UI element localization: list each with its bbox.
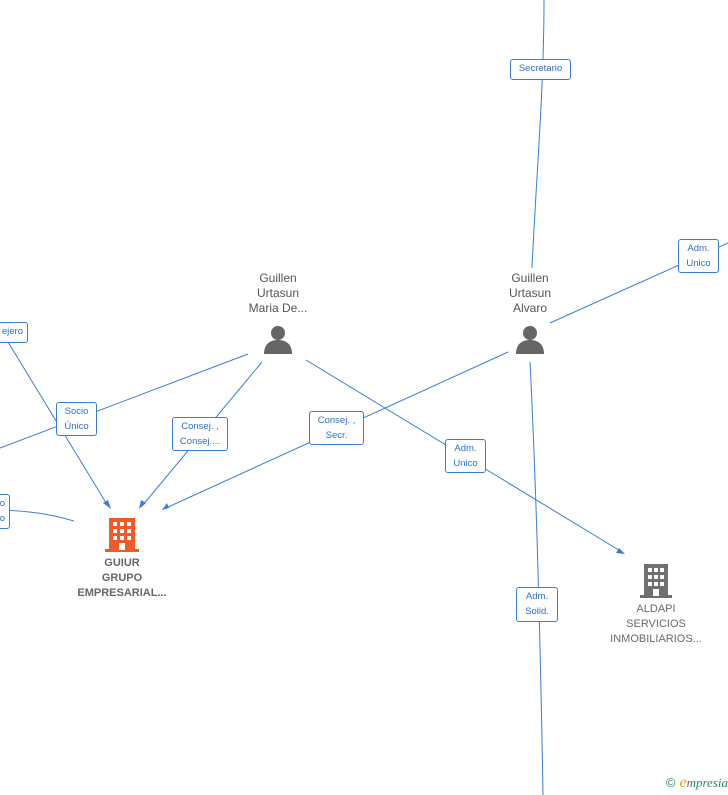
edge-top-to-alvaro [531,0,545,269]
building-icon [640,564,672,598]
edge-label-adm-unico-top[interactable]: Adm. Unico [678,239,719,273]
arrowhead-maria-guiur [139,500,146,509]
edge-label-secretario[interactable]: Secretario [510,59,571,80]
copyright-icon: © [665,775,676,790]
edge-label-consej-consej[interactable]: Consej. , Consej.... [172,417,228,451]
edge-left-to-maria [0,353,249,449]
person-node-maria[interactable]: Guillen Urtasun Maria De... [232,271,324,354]
person-name-maria: Guillen Urtasun Maria De... [248,271,308,315]
edge-label-left-cut[interactable]: o o [0,494,10,529]
building-icon [105,518,139,552]
company-node-guiur[interactable]: GUIUR GRUPO EMPRESARIAL... [62,516,182,601]
arrowhead-alvaro-guiur [162,503,169,510]
arrowhead-consejero [103,500,111,509]
company-name-guiur: GUIUR GRUPO EMPRESARIAL... [77,557,167,599]
edge-label-adm-unico-mid[interactable]: Adm. Unico [445,439,486,473]
person-icon [264,326,292,354]
company-name-aldapi: ALDAPI SERVICIOS INMOBILIARIOS... [610,603,702,645]
edge-label-consej-secr[interactable]: Consej. , Secr. [309,411,364,445]
edge-label-socio-unico[interactable]: Socio Único [56,402,97,436]
person-name-alvaro: Guillen Urtasun Alvaro [508,271,552,315]
edge-alvaro-down [529,361,544,795]
person-icon [516,326,544,354]
company-node-aldapi[interactable]: ALDAPI SERVICIOS INMOBILIARIOS... [600,562,712,647]
brand-logo: ©empresia [665,774,728,791]
edge-label-adm-solid[interactable]: Adm. Solid. [516,587,558,622]
person-node-alvaro[interactable]: Guillen Urtasun Alvaro [484,271,576,354]
arrowhead-aldapi [616,548,625,554]
edge-label-consejero-left[interactable]: ejero [0,322,28,343]
